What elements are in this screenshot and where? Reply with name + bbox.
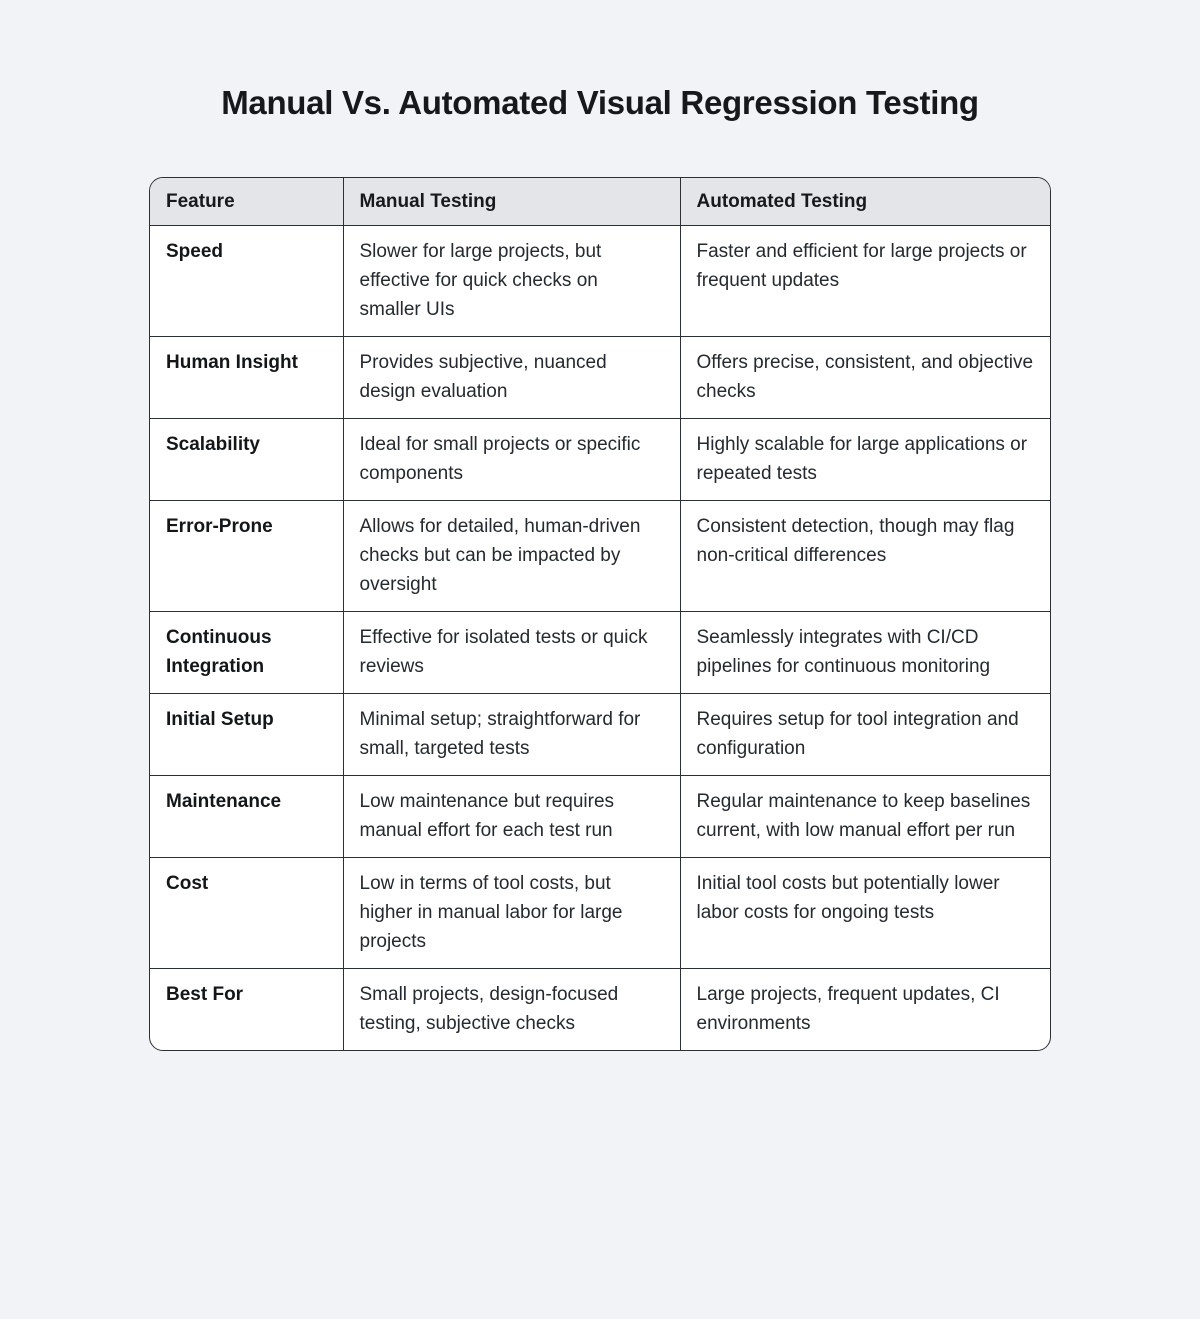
table-row: Speed Slower for large projects, but eff… [150,225,1050,337]
manual-testing-cell: Ideal for small projects or specific com… [342,418,681,501]
table-row: Cost Low in terms of tool costs, but hig… [150,857,1050,969]
manual-testing-cell: Low maintenance but requires manual effo… [342,775,681,858]
page-title: Manual Vs. Automated Visual Regression T… [221,84,979,121]
feature-cell: Scalability [150,418,344,501]
header-row: Feature Manual Testing Automated Testing [150,178,1050,226]
manual-testing-cell: Allows for detailed, human-driven checks… [342,500,681,612]
table-row: Human Insight Provides subjective, nuanc… [150,336,1050,419]
feature-cell: Maintenance [150,775,344,858]
manual-testing-cell: Slower for large projects, but effective… [342,225,681,337]
feature-cell: Continuous Integration [150,611,344,694]
table-row: Initial Setup Minimal setup; straightfor… [150,693,1050,776]
table-row: Maintenance Low maintenance but requires… [150,775,1050,858]
table-row: Error-Prone Allows for detailed, human-d… [150,500,1050,612]
comparison-table: Feature Manual Testing Automated Testing… [149,177,1051,1051]
manual-testing-cell: Low in terms of tool costs, but higher i… [342,857,681,969]
column-header-manual-testing: Manual Testing [342,178,681,226]
table-header: Feature Manual Testing Automated Testing [150,178,1050,226]
feature-cell: Initial Setup [150,693,344,776]
automated-testing-cell: Offers precise, consistent, and objectiv… [679,336,1050,419]
automated-testing-cell: Seamlessly integrates with CI/CD pipelin… [679,611,1050,694]
feature-cell: Speed [150,225,344,337]
manual-testing-cell: Minimal setup; straightforward for small… [342,693,681,776]
feature-cell: Cost [150,857,344,969]
automated-testing-cell: Regular maintenance to keep baselines cu… [679,775,1050,858]
table-row: Continuous Integration Effective for iso… [150,611,1050,694]
automated-testing-cell: Highly scalable for large applications o… [679,418,1050,501]
manual-testing-cell: Small projects, design-focused testing, … [342,968,681,1050]
column-header-feature: Feature [150,178,344,226]
feature-cell: Human Insight [150,336,344,419]
table-row: Scalability Ideal for small projects or … [150,418,1050,501]
automated-testing-cell: Faster and efficient for large projects … [679,225,1050,337]
feature-cell: Error-Prone [150,500,344,612]
manual-testing-cell: Effective for isolated tests or quick re… [342,611,681,694]
automated-testing-cell: Large projects, frequent updates, CI env… [679,968,1050,1050]
feature-cell: Best For [150,968,344,1050]
automated-testing-cell: Requires setup for tool integration and … [679,693,1050,776]
automated-testing-cell: Initial tool costs but potentially lower… [679,857,1050,969]
manual-testing-cell: Provides subjective, nuanced design eval… [342,336,681,419]
comparison-table-grid: Feature Manual Testing Automated Testing… [150,178,1050,1050]
table-row: Best For Small projects, design-focused … [150,968,1050,1050]
automated-testing-cell: Consistent detection, though may flag no… [679,500,1050,612]
table-body: Speed Slower for large projects, but eff… [150,225,1050,1050]
column-header-automated-testing: Automated Testing [679,178,1050,226]
